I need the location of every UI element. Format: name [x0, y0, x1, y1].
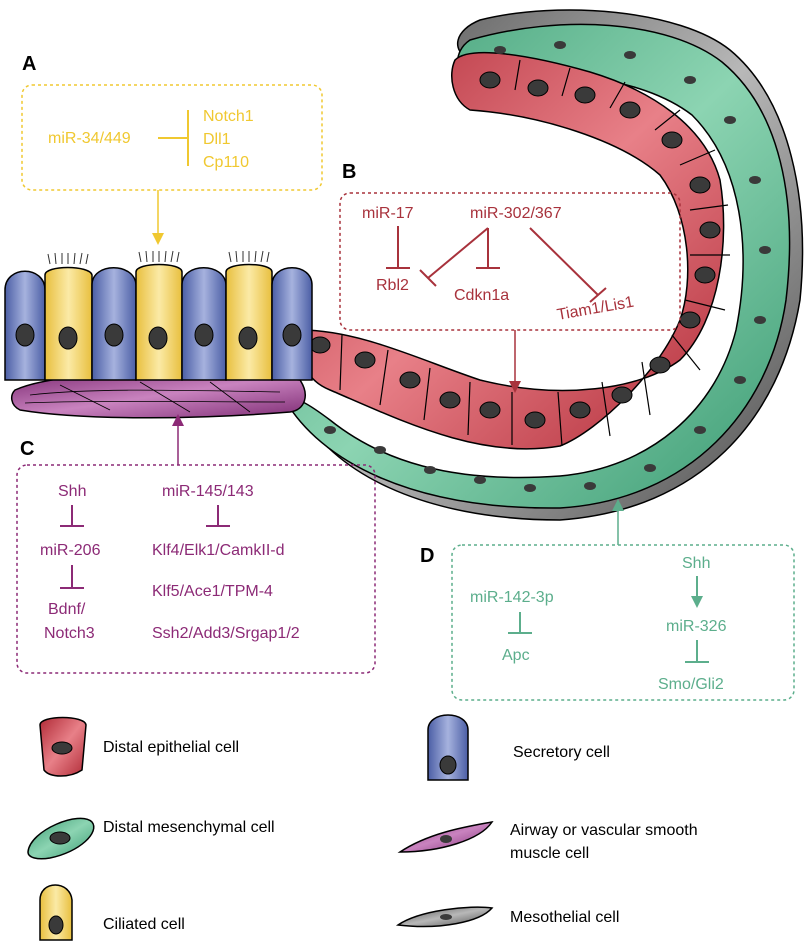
panel-d-right-item: miR-326 — [666, 618, 727, 635]
panel-a-letter: A — [22, 53, 36, 75]
legend-label: Distal epithelial cell — [103, 739, 239, 756]
ciliated-cell-icon — [39, 884, 73, 941]
panel-a-regulator: miR-34/449 — [48, 130, 131, 147]
panel-d-right-item: Smo/Gli2 — [658, 676, 724, 693]
airway-epithelium — [4, 250, 313, 381]
panel-c-right-regulator: miR-145/143 — [162, 483, 254, 500]
panel-a-inhibition — [158, 110, 189, 166]
panel-b-target: Rbl2 — [376, 277, 409, 294]
legend-label: Distal mesenchymal cell — [103, 819, 275, 836]
secretory-cell-icon — [427, 714, 469, 781]
cilia — [47, 250, 270, 265]
legend-label: Ciliated cell — [103, 916, 185, 933]
epithelial-nuclei — [309, 71, 721, 429]
legend-item-distal-epithelial: Distal epithelial cell — [39, 716, 239, 777]
panel-b-regulator: miR-302/367 — [470, 205, 562, 222]
legend-label: Secretory cell — [513, 744, 610, 761]
panel-c-left-item: Notch3 — [44, 625, 95, 642]
panel-a: A miR-34/449 Notch1 Dll1 Cp110 — [21, 53, 323, 245]
panel-c-letter: C — [20, 438, 34, 460]
panel-b: B miR-17 miR-302/367 Rbl2 Cdkn1a Tiam1/L… — [339, 161, 681, 393]
legend-item-mesothelial: Mesothelial cell — [395, 906, 619, 928]
panel-b-regulator: miR-17 — [362, 205, 414, 222]
panel-d: D miR-142-3p Apc Shh miR-326 Smo/Gli2 — [420, 499, 795, 701]
legend-item-secretory: Secretory cell — [427, 714, 610, 781]
panel-d-box — [451, 544, 795, 701]
panel-b-letter: B — [342, 161, 356, 183]
panel-c-left-item: Shh — [58, 483, 86, 500]
legend-item-distal-mesenchymal: Distal mesenchymal cell — [27, 817, 275, 860]
legend-item-smooth-muscle: Airway or vascular smooth muscle cell — [397, 820, 698, 862]
legend-item-ciliated: Ciliated cell — [39, 884, 185, 941]
epithelial-layer — [298, 51, 725, 450]
panel-a-box — [21, 84, 323, 191]
panel-a-target: Cp110 — [203, 154, 249, 171]
legend: Distal epithelial cell Secretory cell Di… — [27, 714, 698, 941]
panel-c-left-item: Bdnf/ — [48, 601, 86, 618]
panel-c-right-target: Ssh2/Add3/Srgap1/2 — [152, 625, 300, 642]
panel-a-target: Notch1 — [203, 108, 254, 125]
epithelial-cell-borders — [339, 59, 730, 447]
panel-b-target: Cdkn1a — [454, 287, 509, 304]
panel-d-left-item: miR-142-3p — [470, 589, 554, 606]
panel-a-target: Dll1 — [203, 131, 231, 148]
panel-d-letter: D — [420, 545, 434, 567]
tissue-illustration — [4, 9, 804, 521]
panel-d-left-item: Apc — [502, 647, 530, 664]
panel-c: C Shh miR-206 Bdnf/ Notch3 miR-145/143 K… — [16, 414, 376, 674]
panel-c-right-target: Klf4/Elk1/CamkII-d — [152, 542, 284, 559]
legend-label: Mesothelial cell — [510, 909, 619, 926]
panel-c-right-target: Klf5/Ace1/TPM-4 — [152, 583, 273, 600]
panel-b-inhibitions — [386, 226, 607, 303]
legend-label: Airway or vascular smooth — [510, 822, 698, 839]
mesenchymal-nuclei — [324, 41, 771, 492]
panel-c-box — [16, 464, 376, 674]
legend-label: muscle cell — [510, 845, 589, 862]
panel-c-left-item: miR-206 — [40, 542, 101, 559]
panel-d-right-item: Shh — [682, 555, 710, 572]
